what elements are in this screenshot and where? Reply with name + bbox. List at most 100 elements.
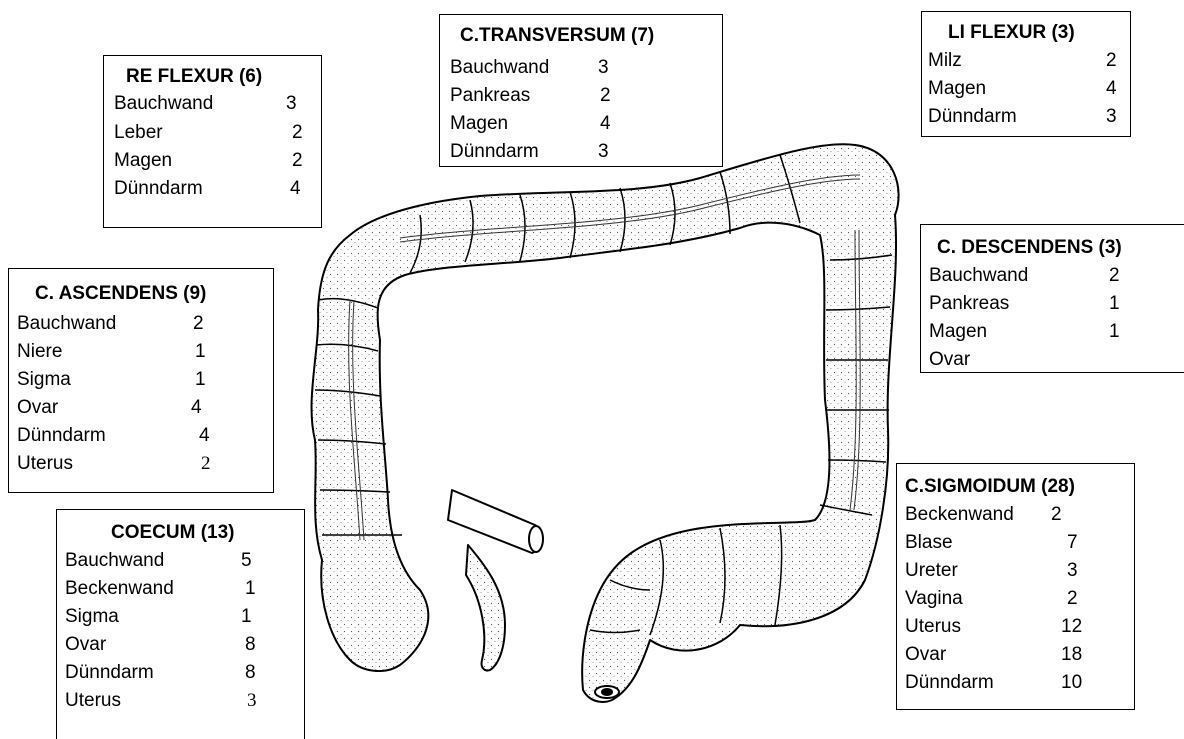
item-label: Ovar [929,349,970,370]
item-value: 12 [1061,616,1082,638]
item-value: 4 [600,113,611,135]
item-value: 1 [1109,293,1120,315]
item-value: 2 [201,453,211,475]
item-value: 3 [1106,106,1117,128]
item-label: Dünndarm [17,425,106,446]
item-label: Vagina [905,588,963,609]
item-value: 8 [245,634,256,656]
item-value: 10 [1061,672,1082,694]
item-value: 2 [1067,588,1078,610]
item-value: 1 [245,578,256,600]
item-value: 4 [1106,78,1117,100]
list-item: Sigma1 [65,606,119,628]
list-item: Dünndarm4 [114,178,203,200]
item-label: Pankreas [929,293,1009,314]
box-title: LI FLEXUR (3) [948,22,1075,44]
list-item: Dünndarm4 [17,425,106,447]
item-value: 3 [286,93,297,115]
item-value: 2 [292,122,303,144]
item-label: Uterus [905,616,961,637]
item-label: Blase [905,532,953,553]
item-label: Sigma [17,369,71,390]
item-value: 2 [600,85,611,107]
item-label: Bauchwand [114,93,213,114]
item-label: Magen [929,321,987,342]
box-title: COECUM (13) [111,522,235,544]
item-label: Pankreas [450,85,530,106]
box-title: C. ASCENDENS (9) [35,283,206,305]
item-value: 7 [1067,532,1078,554]
item-value: 3 [598,57,609,79]
item-value: 2 [1106,50,1117,72]
item-value: 4 [290,178,301,200]
item-value: 8 [245,662,256,684]
item-value: 1 [1109,321,1120,343]
item-label: Uterus [65,690,121,711]
box-title: C.SIGMOIDUM (28) [905,476,1075,498]
item-label: Beckenwand [65,578,174,599]
item-value: 4 [199,425,210,447]
item-label: Niere [17,341,62,362]
item-label: Beckenwand [905,504,1014,525]
item-value: 2 [1051,504,1062,526]
item-value: 3 [598,141,609,163]
item-label: Dünndarm [65,662,154,683]
item-value: 2 [292,150,303,172]
item-value: 2 [193,313,204,335]
item-value: 1 [241,606,252,628]
item-label: Bauchwand [65,550,164,571]
list-item: Dünndarm3 [450,141,539,163]
item-label: Leber [114,122,163,143]
item-label: Dünndarm [905,672,994,693]
item-value: 2 [1109,265,1120,287]
item-label: Uterus [17,453,73,474]
re-flexur-box: RE FLEXUR (6) Bauchwand3 Leber2 Magen2 D… [103,55,322,228]
item-label: Ureter [905,560,958,581]
item-label: Magen [450,113,508,134]
item-value: 1 [195,369,206,391]
item-label: Milz [928,50,962,71]
item-value: 1 [195,341,206,363]
item-value: 4 [191,397,202,419]
item-label: Ovar [17,397,58,418]
list-item: Magen2 [114,150,172,172]
item-label: Magen [928,78,986,99]
item-label: Bauchwand [17,313,116,334]
item-value: 18 [1061,644,1082,666]
item-label: Ovar [905,644,946,665]
box-title: C. DESCENDENS (3) [937,237,1122,259]
item-label: Bauchwand [450,57,549,78]
item-label: Ovar [65,634,106,655]
c-transversum-box: C.TRANSVERSUM (7) Bauchwand3 Pankreas2 M… [439,14,723,167]
list-item: Bauchwand2 [929,265,1028,287]
list-item: Dünndarm3 [928,106,1017,128]
